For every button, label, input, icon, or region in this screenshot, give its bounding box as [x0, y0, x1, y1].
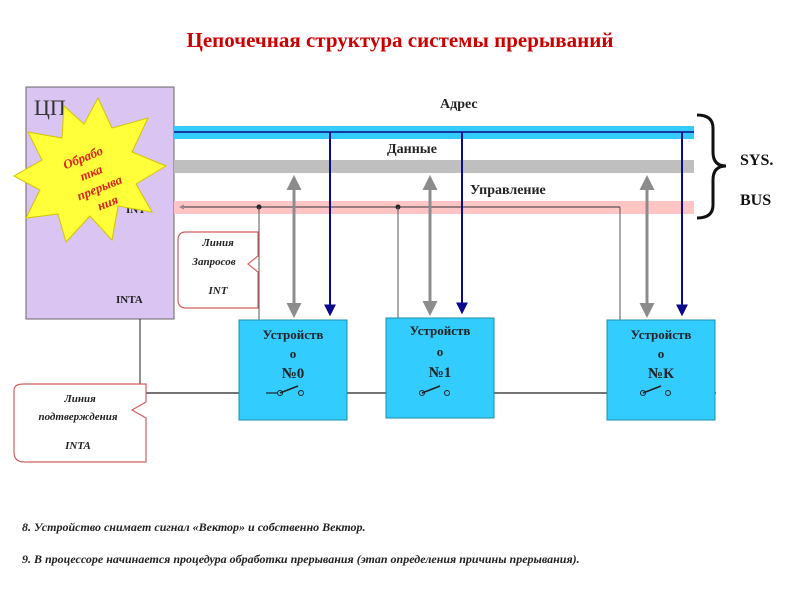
note-step-9: 9. В процессоре начинается процедура обр…	[22, 552, 580, 566]
device-0	[238, 319, 348, 421]
device-0-line2: о	[290, 346, 297, 361]
ack-callout-line1: Линия	[63, 393, 96, 405]
data-bus	[174, 160, 694, 173]
bus-label: BUS	[740, 192, 771, 209]
switch-device-0	[266, 385, 310, 398]
device-1-number: №1	[429, 365, 452, 381]
data-bus-label: Данные	[387, 142, 437, 157]
device-k-number: №К	[648, 366, 674, 382]
ack-callout-line2: подтверждения	[38, 411, 117, 423]
device-k-line1: Устройств	[631, 327, 692, 342]
device-1-line1: Устройств	[410, 323, 471, 338]
interrupt-processing-burst: Обрабо тка прерыва ния	[12, 96, 168, 243]
cpu-label: ЦП	[34, 95, 66, 120]
burst-line4: ния	[95, 191, 121, 213]
control-bus-label: Управление	[470, 183, 546, 198]
device-1-line2: о	[437, 344, 444, 359]
switch-device-k	[634, 385, 674, 398]
device-k	[606, 319, 716, 421]
device-k-line2: о	[658, 346, 665, 361]
cpu-inta-label: INTA	[116, 294, 143, 306]
sys-bus-brace	[696, 113, 727, 220]
note-step-8: 8. Устройство снимает сигнал «Вектор» и …	[22, 520, 366, 534]
device-1	[385, 317, 495, 419]
page-title: Цепочечная структура системы прерываний	[186, 28, 614, 52]
request-line-callout: Линия Запросов INT	[177, 231, 259, 309]
ack-callout-line3: INTA	[64, 440, 91, 452]
address-bus-label: Адрес	[440, 97, 478, 112]
request-callout-line1: Линия	[201, 237, 234, 249]
switch-device-1	[413, 385, 453, 398]
request-callout-line3: INT	[208, 285, 229, 297]
request-callout-line2: Запросов	[191, 256, 235, 268]
device-0-line1: Устройств	[263, 327, 324, 342]
device-0-number: №0	[282, 366, 305, 382]
ack-line-callout: Линия подтверждения INTA	[13, 383, 147, 463]
sys-label: SYS.	[740, 152, 773, 169]
